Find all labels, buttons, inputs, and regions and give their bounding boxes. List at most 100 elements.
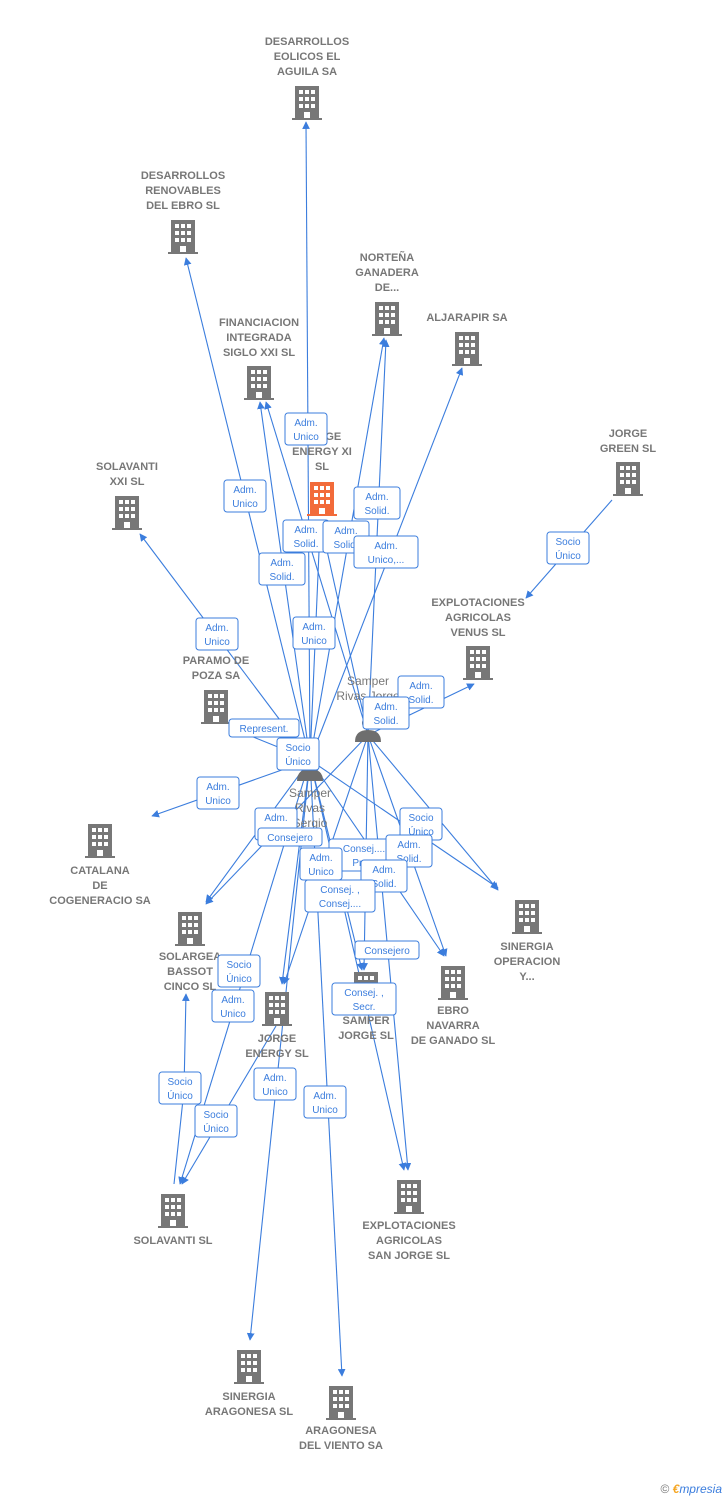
edge-label[interactable]: Adm. Unico: [196, 776, 240, 810]
company-name-line: NORTEÑA: [360, 251, 414, 264]
edge-label[interactable]: Adm.Unico: [211, 989, 255, 1023]
edge-label-text: Adm.: [294, 418, 317, 429]
edge-label[interactable]: Adm.Unico: [292, 616, 336, 650]
person-name-line: Rivas: [295, 801, 325, 815]
company-name-line: EBRO: [437, 1005, 469, 1017]
edge: [319, 527, 369, 736]
edge-label[interactable]: Adm.Solid.: [385, 834, 433, 868]
edge-label-text: Adm.: [372, 865, 395, 876]
edge-label[interactable]: Adm.Solid.: [282, 519, 330, 553]
edge-label-text: Unico: [293, 432, 319, 443]
edge-label-box: [362, 696, 410, 730]
edge-label-box: [253, 1067, 297, 1101]
edge: [279, 759, 311, 985]
edge-label-box: [354, 940, 420, 960]
edge-label[interactable]: Consejero: [354, 940, 420, 960]
edge-label[interactable]: Adm.Unico: [303, 1085, 347, 1119]
company-name-line: SAMPER: [342, 1015, 389, 1027]
edge-label-box: [257, 827, 323, 847]
edge-label-box: [385, 834, 433, 868]
company-node[interactable]: NORTEÑAGANADERADE...: [355, 251, 419, 336]
building-icon: [512, 900, 542, 934]
edge-label[interactable]: Consej. ,Secr.: [331, 982, 397, 1016]
edge-label-text: Adm.: [309, 853, 332, 864]
edge-label[interactable]: Adm.Unico,...: [353, 535, 419, 569]
edge-label[interactable]: Consejero: [257, 827, 323, 847]
edge-label-text: Adm.: [409, 681, 432, 692]
edge-label-text: Adm.: [206, 782, 229, 793]
company-name-line: NAVARRA: [426, 1020, 479, 1032]
footer-brand: © €mpresia: [660, 1482, 722, 1496]
building-icon: [307, 482, 337, 516]
company-name-line: GREEN SL: [600, 443, 657, 455]
copyright-symbol: ©: [660, 1482, 670, 1496]
edge-label-text: Adm.: [365, 492, 388, 503]
company-name-line: ARAGONESA: [305, 1425, 377, 1437]
edge-label-box: [195, 617, 239, 651]
edge-label-text: Socio: [408, 813, 433, 824]
edge-label-box: [546, 531, 590, 565]
edge-label-text: Secr.: [353, 1002, 376, 1013]
edge-label[interactable]: Adm. Unico: [284, 412, 328, 446]
building-icon: [394, 1180, 424, 1214]
building-icon: [201, 690, 231, 724]
company-node[interactable]: SOLAVANTI SL: [133, 1194, 213, 1247]
company-name-line: SIGLO XXI SL: [223, 347, 295, 359]
edge-label-box: [353, 486, 401, 520]
edge-label-text: Unico,...: [368, 555, 405, 566]
edge-label-text: Unico: [232, 499, 258, 510]
edge-label[interactable]: Adm.Unico: [253, 1067, 297, 1101]
edge-label[interactable]: Adm.Solid.: [353, 486, 401, 520]
building-icon: [326, 1386, 356, 1420]
edge-label-text: Represent.: [240, 724, 289, 735]
edge-label[interactable]: Adm.Solid.: [258, 552, 306, 586]
building-icon: [262, 992, 292, 1026]
company-name-line: EOLICOS EL: [274, 51, 341, 63]
edge: [264, 401, 369, 736]
edge-label[interactable]: Adm.Unico: [299, 847, 343, 881]
edge-label-box: [217, 954, 261, 988]
edge-label[interactable]: Adm.Unico: [223, 479, 267, 513]
company-node[interactable]: SINERGIAOPERACIONY...: [494, 900, 561, 983]
company-name-line: BASSOT: [167, 966, 213, 978]
edge-label-text: Unico: [205, 796, 231, 807]
building-icon: [613, 462, 643, 496]
company-name-line: Y...: [519, 971, 534, 983]
building-icon: [292, 86, 322, 120]
person-name-line: Sergio: [293, 816, 328, 830]
edge-label[interactable]: Adm.Unico: [195, 617, 239, 651]
company-name-line: DEL EBRO SL: [146, 200, 220, 212]
edge-label-text: Adm.: [264, 813, 287, 824]
edge-label[interactable]: Consej. ,Consej....: [304, 879, 376, 913]
edge-label-text: Adm.: [294, 525, 317, 536]
edge-label-text: Único: [555, 549, 581, 562]
edge-label[interactable]: Adm.Solid.: [362, 696, 410, 730]
edge-label[interactable]: Represent.: [228, 718, 300, 738]
brand-logo-initial: €: [672, 1482, 680, 1496]
building-icon: [85, 824, 115, 858]
edge-label-text: Único: [203, 1122, 229, 1135]
edge-label-text: Socio: [555, 537, 580, 548]
company-node[interactable]: ALJARAPIR SA: [426, 312, 508, 366]
